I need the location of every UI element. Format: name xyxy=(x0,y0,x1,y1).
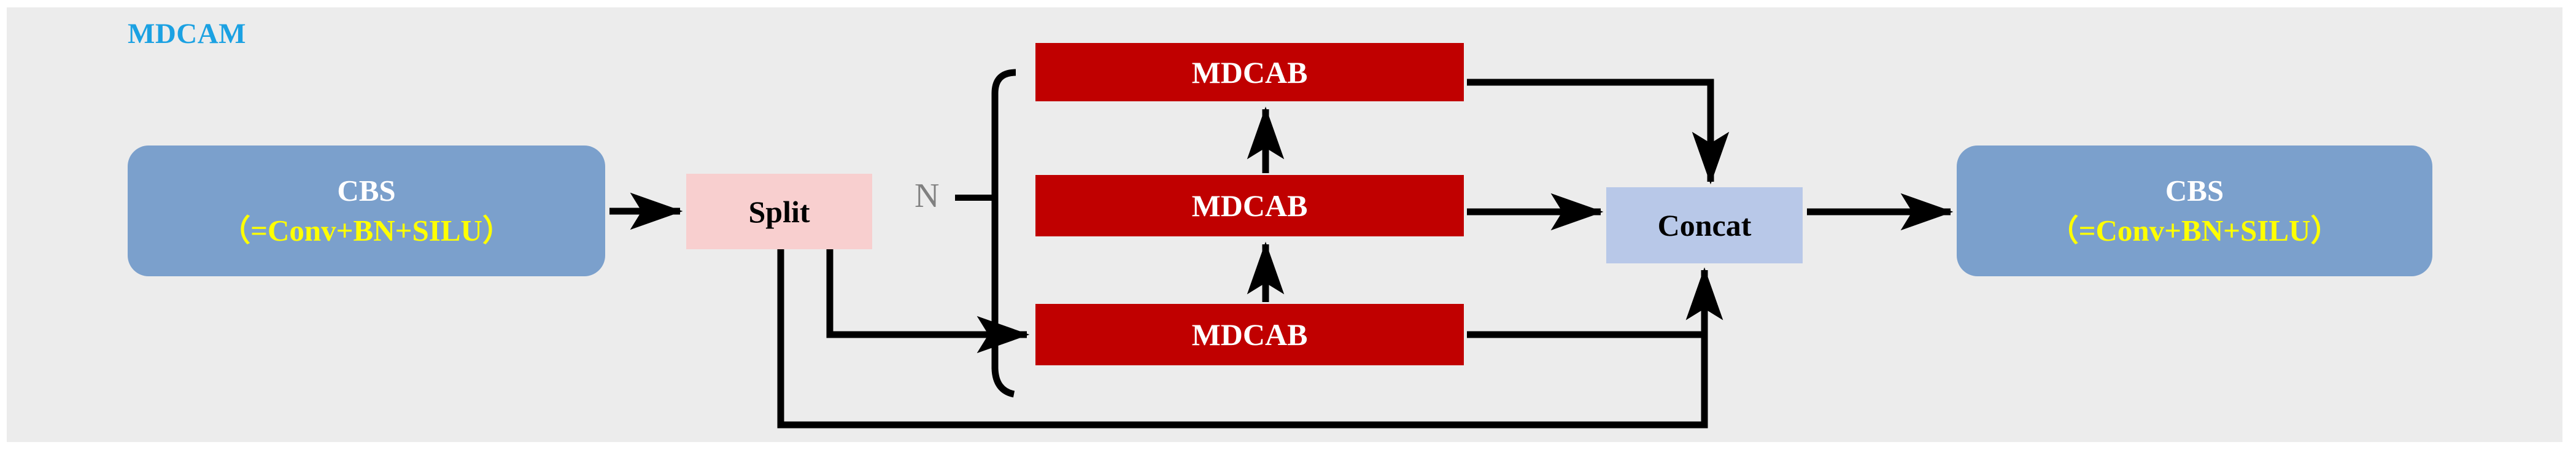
cbs-output-subtitle: （=Conv+BN+SILU） xyxy=(2048,213,2341,247)
repeat-count-label: N xyxy=(915,177,940,215)
node-cbs-output[interactable]: CBS （=Conv+BN+SILU） xyxy=(1957,146,2432,276)
node-mdcab-bottom[interactable]: MDCAB xyxy=(1035,304,1464,365)
module-title: MDCAM xyxy=(128,18,247,50)
mdcab-bottom-label: MDCAB xyxy=(1191,317,1308,352)
cbs-input-title: CBS xyxy=(337,173,396,208)
node-mdcab-top[interactable]: MDCAB xyxy=(1035,43,1464,101)
mdcab-top-label: MDCAB xyxy=(1191,55,1308,90)
node-cbs-input[interactable]: CBS （=Conv+BN+SILU） xyxy=(128,146,605,276)
cbs-output-title: CBS xyxy=(2165,173,2224,208)
concat-label: Concat xyxy=(1657,208,1752,243)
node-mdcab-middle[interactable]: MDCAB xyxy=(1035,175,1464,236)
mdcab-middle-label: MDCAB xyxy=(1191,188,1308,223)
split-label: Split xyxy=(748,194,810,229)
cbs-input-subtitle: （=Conv+BN+SILU） xyxy=(220,213,512,247)
node-split[interactable]: Split xyxy=(686,174,872,249)
node-concat[interactable]: Concat xyxy=(1606,187,1803,263)
